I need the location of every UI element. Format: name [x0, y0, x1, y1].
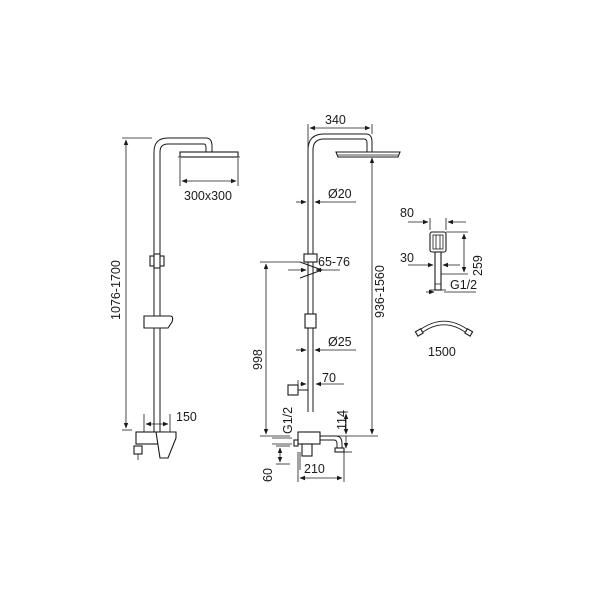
side-arm-length-dimension: 340: [307, 113, 373, 148]
side-riser-pipe: [307, 133, 373, 412]
base-height-label: 60: [261, 468, 275, 482]
hand-head-width-label: 80: [400, 206, 414, 220]
side-thread-dimension: G1/2: [272, 407, 295, 445]
side-lower-diameter-dimension: Ø25: [296, 335, 356, 353]
side-mixer-spout: [293, 431, 345, 470]
hand-length-label: 259: [471, 255, 485, 276]
front-head-width-dimension: 300x300: [179, 158, 239, 203]
hand-length-dimension: 259: [441, 231, 485, 276]
spout-height-label: 114: [335, 410, 349, 430]
front-spout-offset-dimension: 150: [143, 410, 197, 432]
head-size-label: 300x300: [184, 189, 232, 203]
hand-thread-label: G1/2: [450, 278, 477, 292]
lower-diameter-label: Ø25: [328, 335, 352, 349]
arm-length-label: 340: [325, 113, 346, 127]
side-view: 340 Ø20 65-76 Ø25: [251, 113, 401, 482]
front-view: 300x300 1076-1700 150: [109, 137, 240, 460]
side-upper-diameter-dimension: Ø20: [296, 187, 356, 205]
side-coupling: [304, 313, 317, 329]
upper-diameter-label: Ø20: [328, 187, 352, 201]
holder-range-label: 65-76: [318, 255, 350, 269]
front-soap-dish: [143, 315, 174, 329]
spout-length-label: 210: [304, 462, 325, 476]
spout-offset-label: 150: [176, 410, 197, 424]
hand-shower: [429, 231, 447, 291]
bracket-label: 70: [322, 371, 336, 385]
side-adjust-range-dimension: 936-1560: [330, 157, 387, 437]
side-mixer-height-dimension: 998: [251, 263, 290, 437]
hand-handle-width-label: 30: [400, 251, 414, 265]
hand-head-width-dimension: 80: [400, 206, 466, 230]
front-slide-bracket: [149, 253, 165, 269]
hand-handle-width-dimension: 30: [400, 251, 460, 268]
side-wall-bracket: 70: [287, 371, 344, 396]
side-spout-height-dimension: 114: [335, 410, 352, 453]
side-base-height-dimension: 60: [261, 445, 290, 482]
front-mixer: [133, 431, 177, 460]
hand-thread-dimension: G1/2: [426, 278, 477, 295]
side-spout-length-dimension: 210: [297, 452, 345, 482]
mixer-height-label: 998: [251, 349, 265, 370]
adjust-range-label: 936-1560: [373, 265, 387, 318]
height-range-label: 1076-1700: [109, 260, 123, 320]
front-riser-pipe: [153, 137, 213, 432]
side-holder-range-dimension: 65-76: [288, 255, 350, 273]
front-height-dimension: 1076-1700: [109, 137, 152, 431]
hose-length-label: 1500: [428, 345, 456, 359]
side-shower-head: [335, 151, 401, 158]
connection-thread-label: G1/2: [281, 407, 295, 434]
front-shower-head: [178, 151, 240, 158]
hose: 1500: [414, 320, 474, 359]
